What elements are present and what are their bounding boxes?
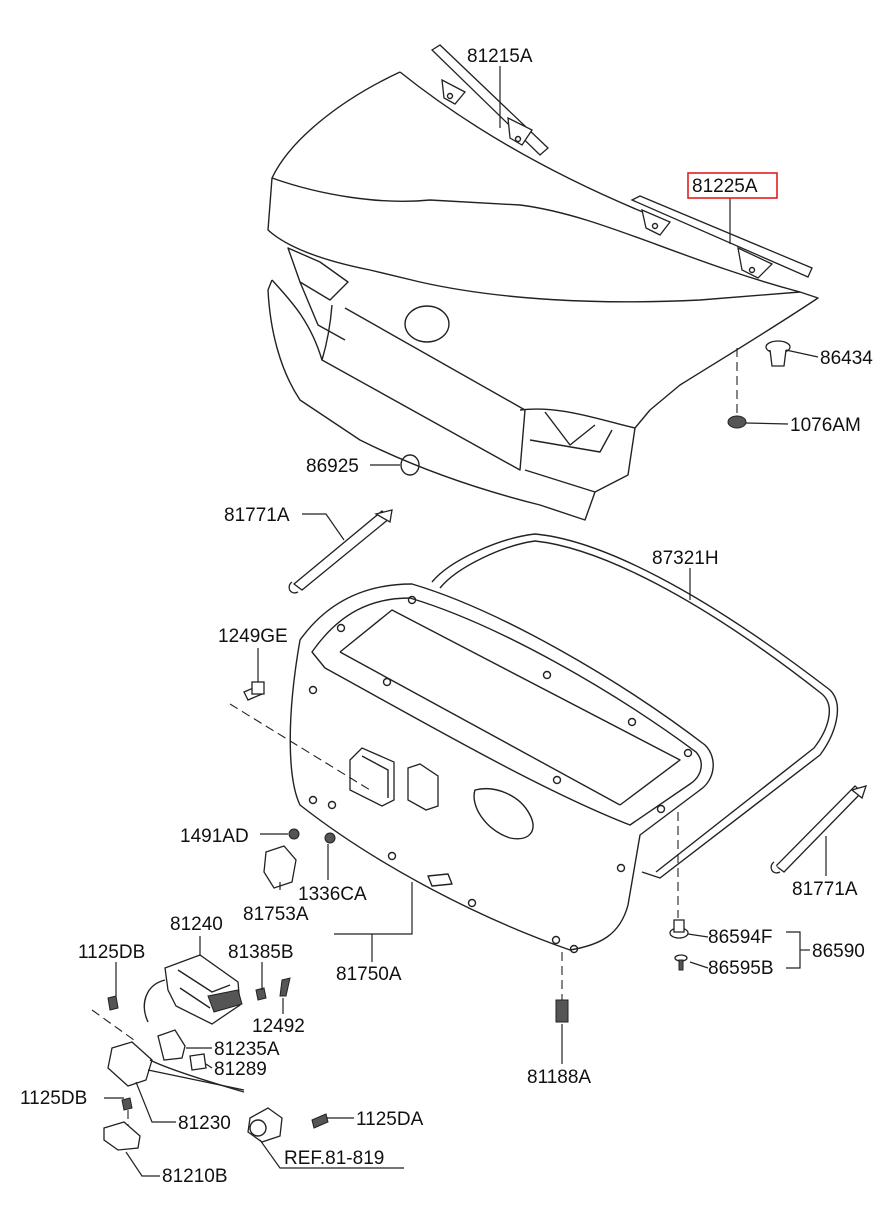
- grommet-1076am: [727, 415, 747, 429]
- label-1125db-upper[interactable]: 1125DB: [78, 942, 145, 963]
- cover-81753a: [263, 845, 297, 889]
- label-81385b[interactable]: 81385B: [228, 942, 294, 963]
- leader-lines: [104, 66, 827, 1177]
- weatherstrip-87321h: [431, 533, 839, 879]
- highlight-box: [687, 172, 778, 199]
- trunk-trim-panel: [289, 583, 714, 954]
- label-1125db-lower[interactable]: 1125DB: [20, 1088, 87, 1109]
- label-81240[interactable]: 81240: [170, 914, 223, 935]
- screw-86595b: [674, 954, 688, 971]
- clip-86594f: [669, 919, 689, 939]
- clip-86434: [765, 340, 791, 367]
- label-1249ge[interactable]: 1249GE: [218, 626, 288, 647]
- label-81289[interactable]: 81289: [214, 1059, 267, 1080]
- label-81225a[interactable]: 81225A: [692, 176, 758, 197]
- label-12492[interactable]: 12492: [252, 1016, 305, 1037]
- gas-strut-right: [770, 785, 868, 874]
- plug-86925: [400, 454, 420, 476]
- label-86590[interactable]: 86590: [812, 941, 865, 962]
- label-81215a[interactable]: 81215A: [467, 46, 533, 67]
- label-86595b[interactable]: 86595B: [708, 958, 774, 979]
- label-81230[interactable]: 81230: [178, 1113, 231, 1134]
- bolt-1249ge: [243, 681, 265, 701]
- label-81771a-right[interactable]: 81771A: [792, 879, 858, 900]
- gas-strut-top: [288, 509, 393, 594]
- label-81750a[interactable]: 81750A: [336, 964, 402, 985]
- trunk-lid-panel: [267, 71, 819, 521]
- latch-assembly: [91, 954, 329, 1151]
- label-86434[interactable]: 86434: [820, 348, 873, 369]
- label-1336ca[interactable]: 1336CA: [298, 884, 367, 905]
- label-81210b[interactable]: 81210B: [162, 1166, 228, 1187]
- label-1076am[interactable]: 1076AM: [790, 415, 861, 436]
- label-81188a[interactable]: 81188A: [527, 1067, 591, 1088]
- hinge-81225a: [630, 195, 813, 279]
- bumper-81188a: [555, 999, 569, 1023]
- label-1491ad[interactable]: 1491AD: [180, 826, 249, 847]
- label-ref-81-819[interactable]: REF.81-819: [284, 1148, 384, 1169]
- label-86925[interactable]: 86925: [306, 456, 359, 477]
- label-81771a-top[interactable]: 81771A: [224, 505, 290, 526]
- label-86594f[interactable]: 86594F: [708, 927, 772, 948]
- nut-1491ad: [288, 828, 300, 840]
- part-labels: 81215A 81225A 86434 1076AM 86925 81771A …: [20, 46, 873, 1187]
- hinge-81215a: [430, 44, 549, 156]
- clip-1336ca: [324, 832, 336, 844]
- label-87321h[interactable]: 87321H: [652, 548, 719, 569]
- label-1125da[interactable]: 1125DA: [356, 1109, 424, 1130]
- label-81235a[interactable]: 81235A: [214, 1039, 280, 1060]
- label-81753a[interactable]: 81753A: [243, 904, 309, 925]
